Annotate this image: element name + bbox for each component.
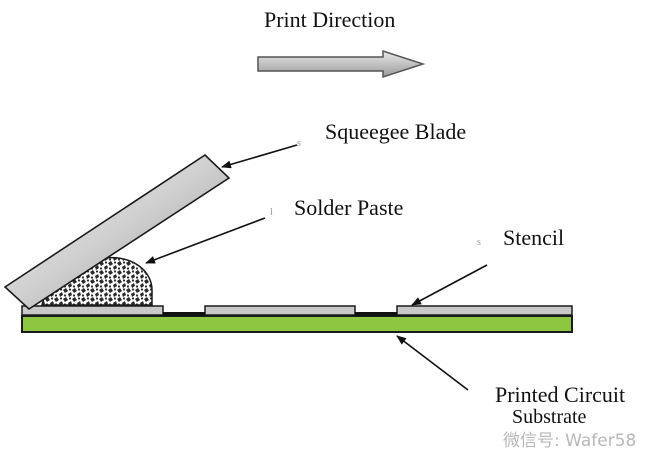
stencil-segment-right: [396, 305, 573, 316]
stencil-marker: s: [477, 237, 481, 248]
paste-leader-arrow: [145, 217, 266, 264]
substrate-leader-arrow: [396, 335, 469, 391]
pad-right: [355, 312, 397, 316]
pad-left: [163, 312, 205, 316]
print-direction-arrow: [257, 49, 426, 79]
squeegee-blade: [3, 153, 231, 311]
squeegee-leader-arrow: [221, 144, 298, 169]
squeegee-marker: s: [297, 138, 301, 149]
pcb-substrate: [21, 315, 573, 333]
substrate-label: Substrate: [512, 406, 587, 428]
watermark: 微信号: Wafer58: [503, 431, 637, 451]
stencil-leader-arrow: [411, 264, 488, 306]
paste-marker: l: [270, 207, 273, 218]
print-direction-label: Print Direction: [264, 7, 396, 32]
stencil-label: Stencil: [503, 225, 565, 250]
stencil-segment-middle: [204, 305, 356, 316]
stencil-segment-left: [21, 305, 164, 316]
solder-paste-label: Solder Paste: [294, 195, 404, 220]
printed-circuit-label: Printed Circuit: [495, 382, 626, 407]
squeegee-blade-label: Squeegee Blade: [325, 119, 467, 144]
